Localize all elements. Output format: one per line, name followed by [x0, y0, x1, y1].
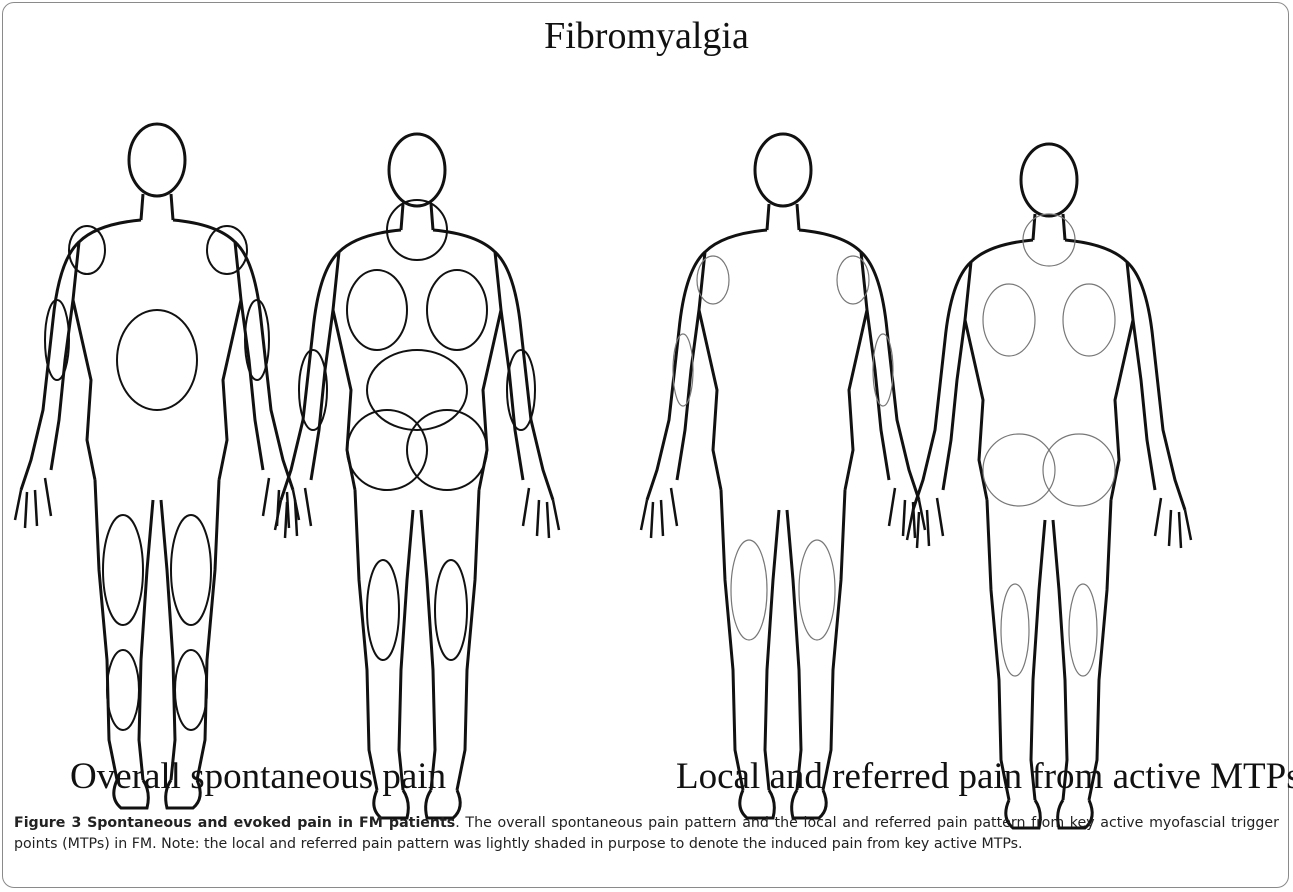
body-front-mtps — [641, 134, 925, 818]
caption-figure-number: Figure 3 — [14, 815, 81, 831]
figure-caption: Figure 3 Spontaneous and evoked pain in … — [14, 813, 1279, 855]
caption-heading: Spontaneous and evoked pain in FM patien… — [87, 815, 455, 831]
body-back-overall — [275, 134, 559, 818]
overall-pain-label: Overall spontaneous pain — [70, 755, 446, 798]
mtp-pain-label: Local and referred pain from active MTPs — [676, 755, 1293, 798]
body-back-mtps — [907, 144, 1191, 828]
body-front-overall — [15, 124, 299, 808]
